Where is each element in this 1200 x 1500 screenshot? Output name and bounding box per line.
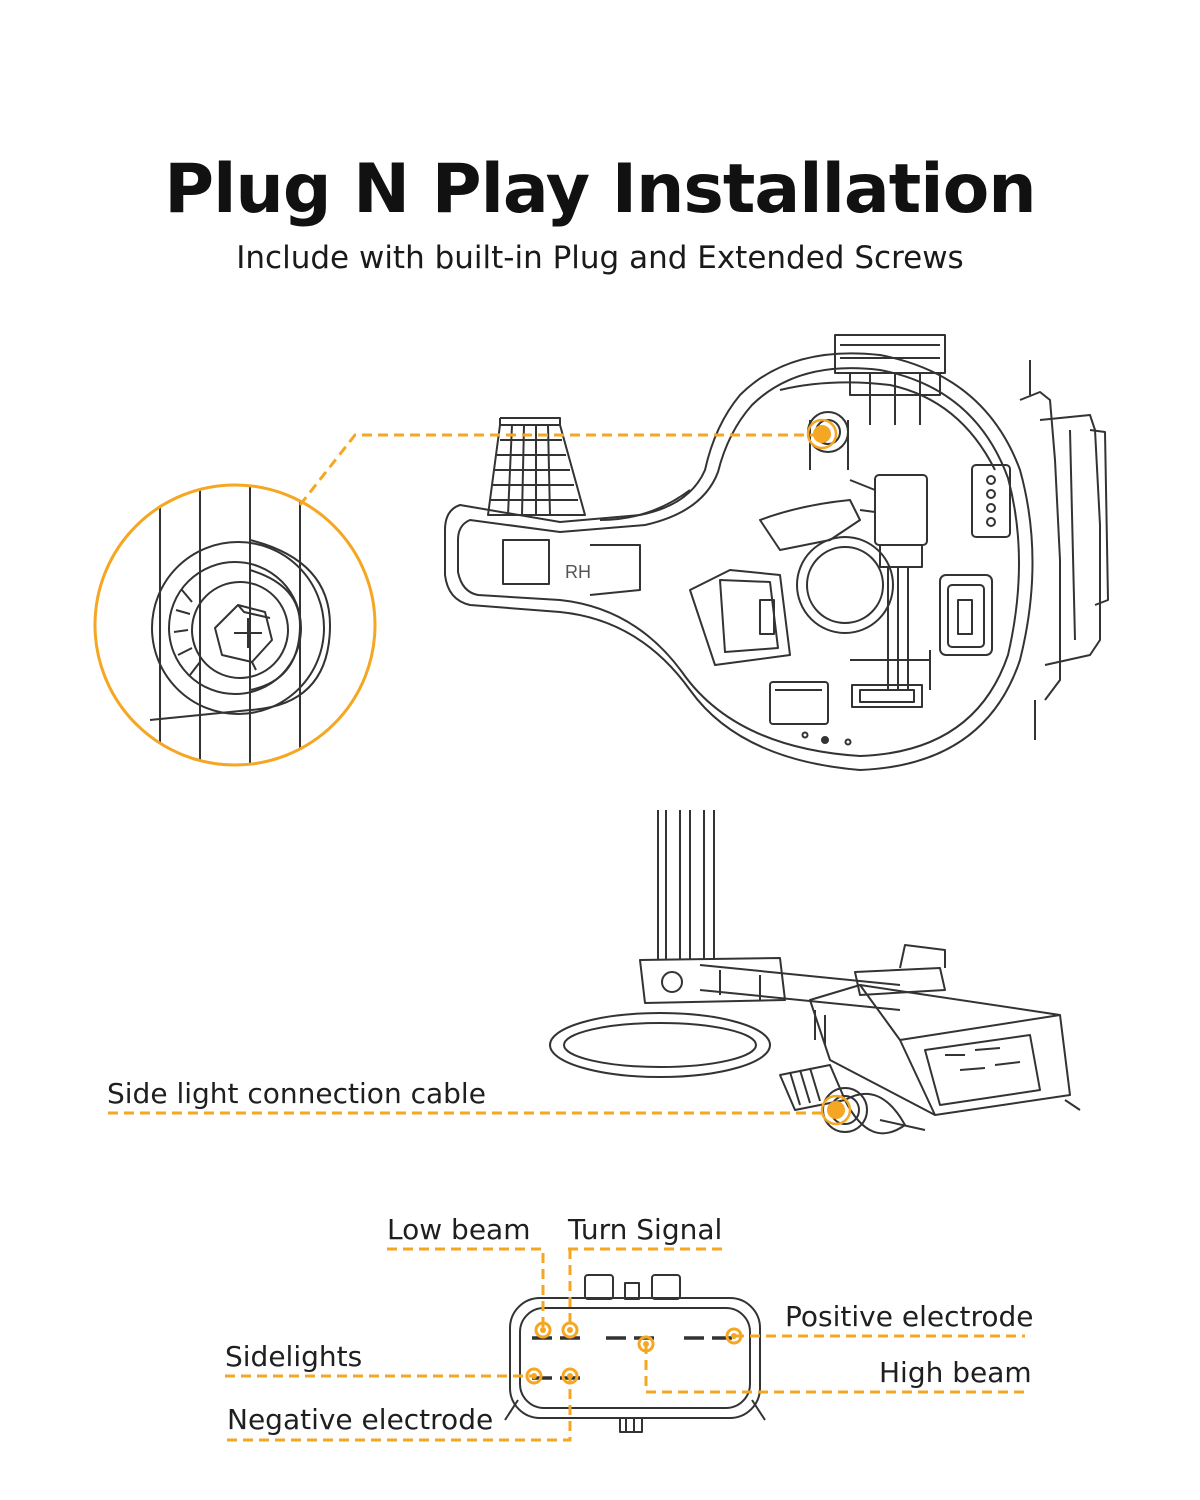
turn-signal-label: Turn Signal [568,1213,723,1246]
high-beam-label: High beam [879,1356,1032,1389]
housing-side-marking: RH [565,562,591,582]
low-beam-label: Low beam [387,1213,531,1246]
sidelights-label: Sidelights [225,1340,363,1373]
callout-markers [525,418,852,1385]
page-subtitle: Include with built-in Plug and Extended … [236,240,964,276]
cable-label: Side light connection cable [107,1077,486,1110]
screw-detail-zoom [93,483,377,767]
negative-electrode-label: Negative electrode [227,1403,494,1436]
headlight-housing [444,334,1109,771]
callout-lines [108,433,1025,1442]
page-title: Plug N Play Installation [164,150,1036,229]
connector-pinout [504,1274,766,1433]
positive-electrode-label: Positive electrode [785,1300,1034,1333]
wire-harness [549,810,1081,1135]
